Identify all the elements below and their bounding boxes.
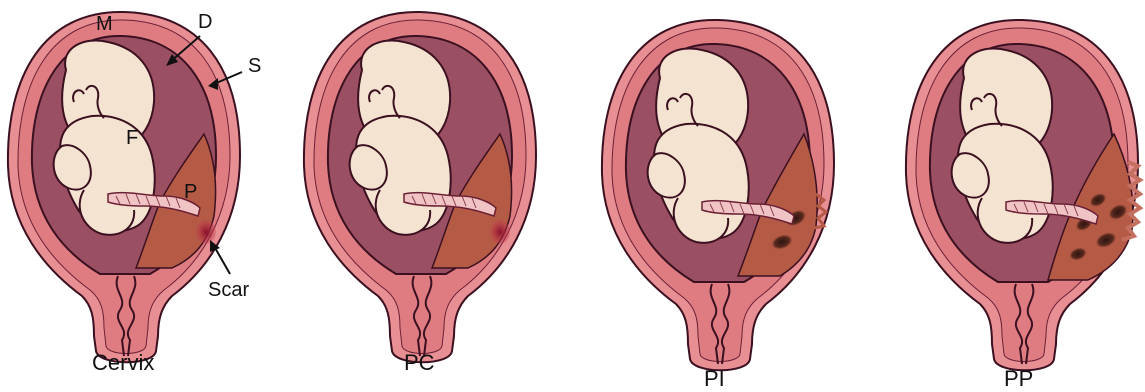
caption-pp: PP <box>1004 366 1033 391</box>
panel-pp <box>906 20 1140 370</box>
scar-mark <box>196 220 216 244</box>
label-placenta: P <box>184 181 197 203</box>
caption-pi: PI <box>704 366 725 391</box>
label-fetus: F <box>126 127 138 149</box>
caption-normal: Cervix <box>92 350 154 375</box>
scar-mark-pc <box>490 220 510 244</box>
label-serosa: S <box>248 55 261 77</box>
label-decidua: D <box>198 11 212 33</box>
label-scar: Scar <box>208 279 249 301</box>
label-myometrium: M <box>96 13 113 35</box>
panel-pi <box>602 20 834 370</box>
scar-arrow <box>214 246 230 274</box>
panel-normal: M D S F P Scar <box>8 11 261 362</box>
panel-pc <box>304 12 536 362</box>
caption-pc: PC <box>404 350 435 375</box>
